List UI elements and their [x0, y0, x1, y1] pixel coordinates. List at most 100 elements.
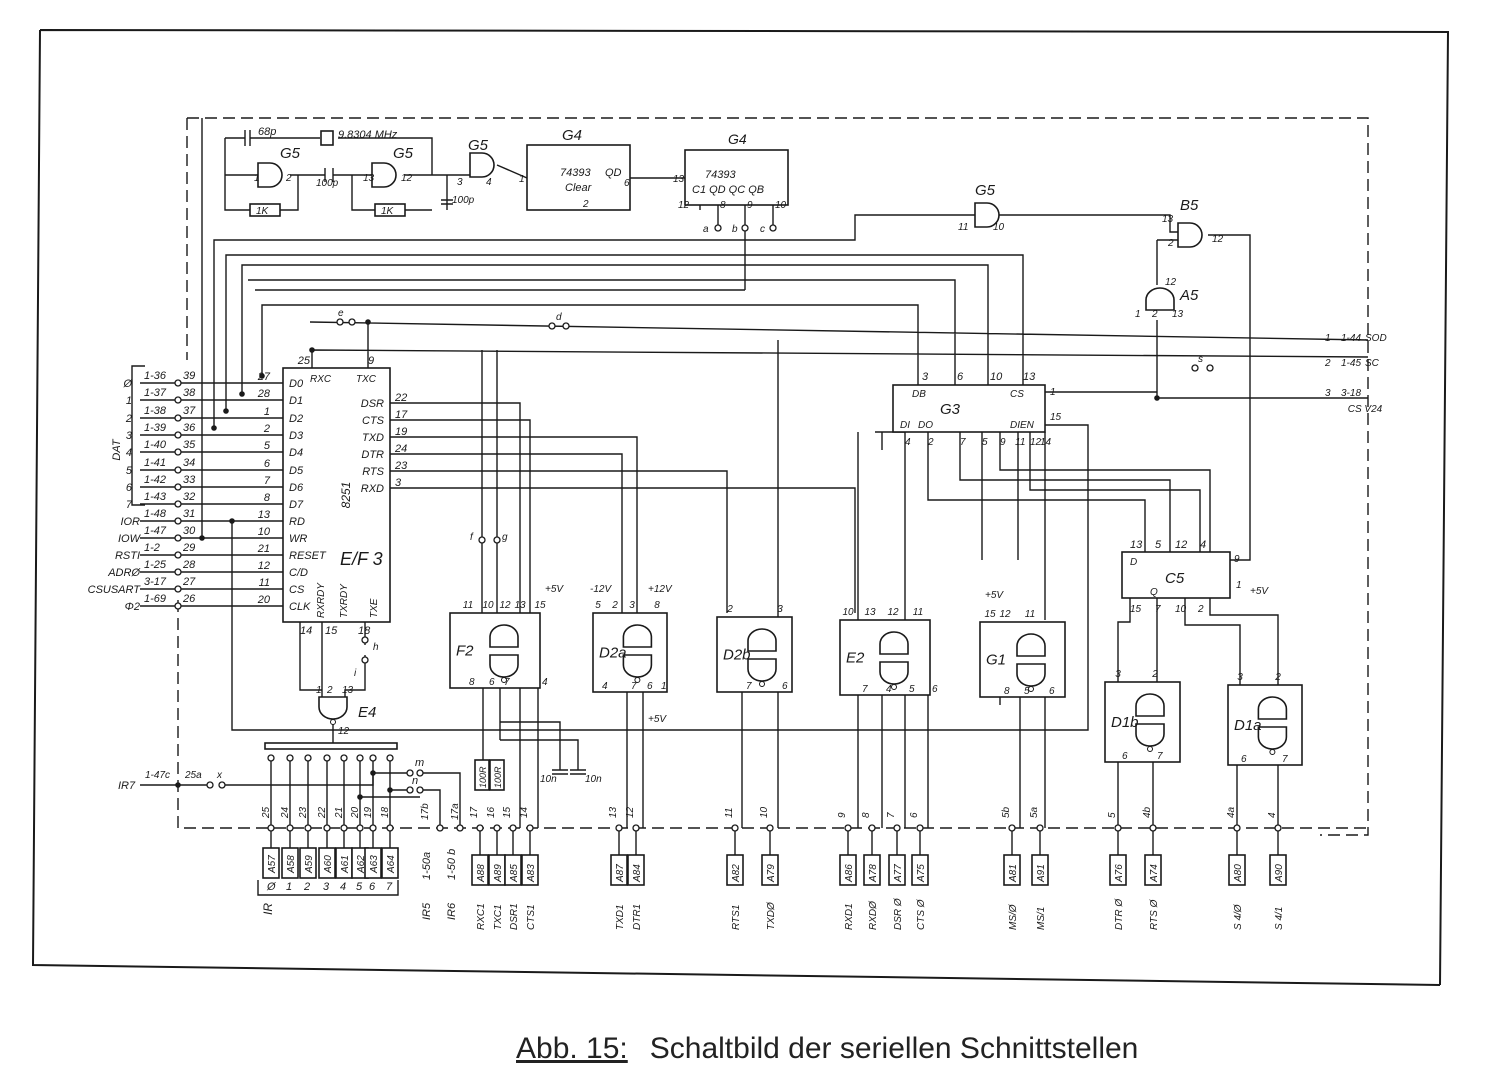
junction-dot [1154, 395, 1160, 401]
gate-label: G5 [975, 182, 996, 199]
jumper-label: n [412, 775, 418, 787]
pin-number: 14 [300, 625, 312, 637]
pin-number: 13 [1130, 539, 1143, 551]
pin-number: 23 [298, 806, 309, 819]
connector-pin [1114, 824, 1122, 832]
contact-label: 1-38 [144, 405, 167, 417]
connector-pin [1008, 824, 1016, 832]
pin-number: 5 [909, 684, 915, 695]
capacitor-label: 100p [316, 178, 339, 189]
contact-label: 1-25 [144, 559, 167, 571]
pin-name: D7 [289, 499, 304, 511]
crystal-label: 9.8304 MHz [338, 129, 398, 141]
ir-number: 3 [323, 881, 330, 893]
uart-8251 [282, 367, 391, 623]
contact-pin [348, 318, 356, 326]
signal-label: Ø [122, 378, 133, 390]
pin-number: 7 [886, 812, 897, 818]
driver-gate [622, 624, 653, 648]
pin-name: TXD [362, 432, 384, 444]
driver-gate [747, 628, 777, 652]
pin-name: D [1130, 557, 1137, 568]
pin-number: 13 [864, 607, 876, 618]
jumper-label: s [1198, 354, 1203, 365]
jumper-label: i [354, 668, 357, 679]
pin-name: RXC [310, 374, 332, 385]
pin-number: 13 [258, 509, 271, 521]
pin-number: 7 [1157, 751, 1163, 762]
pin-number: 19 [395, 426, 407, 438]
capacitor-label: 68p [258, 126, 276, 138]
pin-number: 18 [358, 625, 371, 637]
pin-label: C1 QD QC QB [692, 184, 764, 196]
pin-number: 11 [1025, 609, 1035, 620]
pin-name: Q [1150, 587, 1158, 598]
bus-pin-number: 37 [183, 405, 196, 417]
pin-name: D2 [289, 413, 303, 425]
resistor-label: 1K [381, 206, 395, 217]
connector-pin [493, 824, 501, 832]
connector-label: A90 [1274, 864, 1285, 883]
pin-number: 1 [1135, 309, 1141, 320]
driver-gate [1016, 633, 1046, 657]
connector-box [1109, 854, 1127, 886]
pin-number: 15 [984, 609, 996, 620]
pin-number: 20 [257, 594, 271, 606]
contact-pin [356, 824, 364, 832]
signal-label: S 4/Ø [1233, 903, 1244, 930]
gate-e4 [318, 696, 348, 720]
connector-box [911, 854, 929, 886]
connector-label: A76 [1114, 864, 1125, 883]
contact-pin [1206, 364, 1214, 372]
bus-pin-number: 28 [182, 559, 196, 571]
signal-label: RXDØ [868, 900, 879, 930]
pin-number: 2 [1324, 358, 1331, 369]
pin-number: 12 [625, 806, 636, 818]
signal-label: CS V24 [1348, 404, 1383, 415]
pin-number: 6 [624, 178, 630, 189]
signal-label: SOD [1365, 333, 1387, 344]
pin-number: 17b [420, 803, 431, 820]
pin-number: 2 [1167, 238, 1174, 249]
pin-number: 13 [514, 600, 526, 611]
jumper-contact [714, 224, 722, 232]
pin-number: 9 [747, 200, 753, 211]
signal-label: TXDØ [766, 901, 777, 930]
connector-box [839, 854, 857, 886]
signal-label: 3 [126, 430, 133, 442]
gate-label: G5 [280, 145, 301, 162]
pin-name: TXRDY [339, 583, 350, 618]
pin-number: 3 [629, 600, 635, 611]
pin-number: 1 [1325, 333, 1331, 344]
contact-label: 1-40 [144, 439, 167, 451]
driver-gate [1135, 693, 1165, 717]
jumper-label: c [760, 224, 765, 235]
signal-label: MS/Ø [1008, 903, 1019, 930]
pin-number: 5 [264, 440, 271, 452]
pin-number: 2 [1151, 309, 1158, 320]
contact-label: 1-43 [144, 491, 167, 503]
connector-label: A60 [323, 855, 334, 874]
edge-contact [174, 500, 182, 508]
resistor-label: 1K [256, 206, 270, 217]
junction-dot [199, 535, 205, 541]
resistor-100r [489, 759, 505, 791]
signal-label: RXD1 [844, 903, 855, 930]
junction-dot [357, 794, 363, 800]
signal-label: IOR [120, 516, 140, 528]
connector-label: A91 [1036, 864, 1047, 883]
contact-label: 1-47c [145, 770, 170, 781]
connector-box [627, 854, 645, 886]
resistor-100r [474, 759, 490, 791]
c5-wires [857, 598, 1279, 828]
pin-number: 12 [1030, 437, 1042, 448]
connector-box [504, 854, 522, 886]
pin-number: 5a [1029, 806, 1040, 818]
uart-out-wire [390, 487, 856, 613]
pin-number: 10 [842, 607, 854, 618]
pin-number: 5 [1024, 686, 1030, 697]
bus-pin-number: 27 [182, 576, 196, 588]
junction-dot [229, 518, 235, 524]
pin-name: DO [918, 420, 933, 431]
signal-label: CTS Ø [916, 898, 927, 930]
